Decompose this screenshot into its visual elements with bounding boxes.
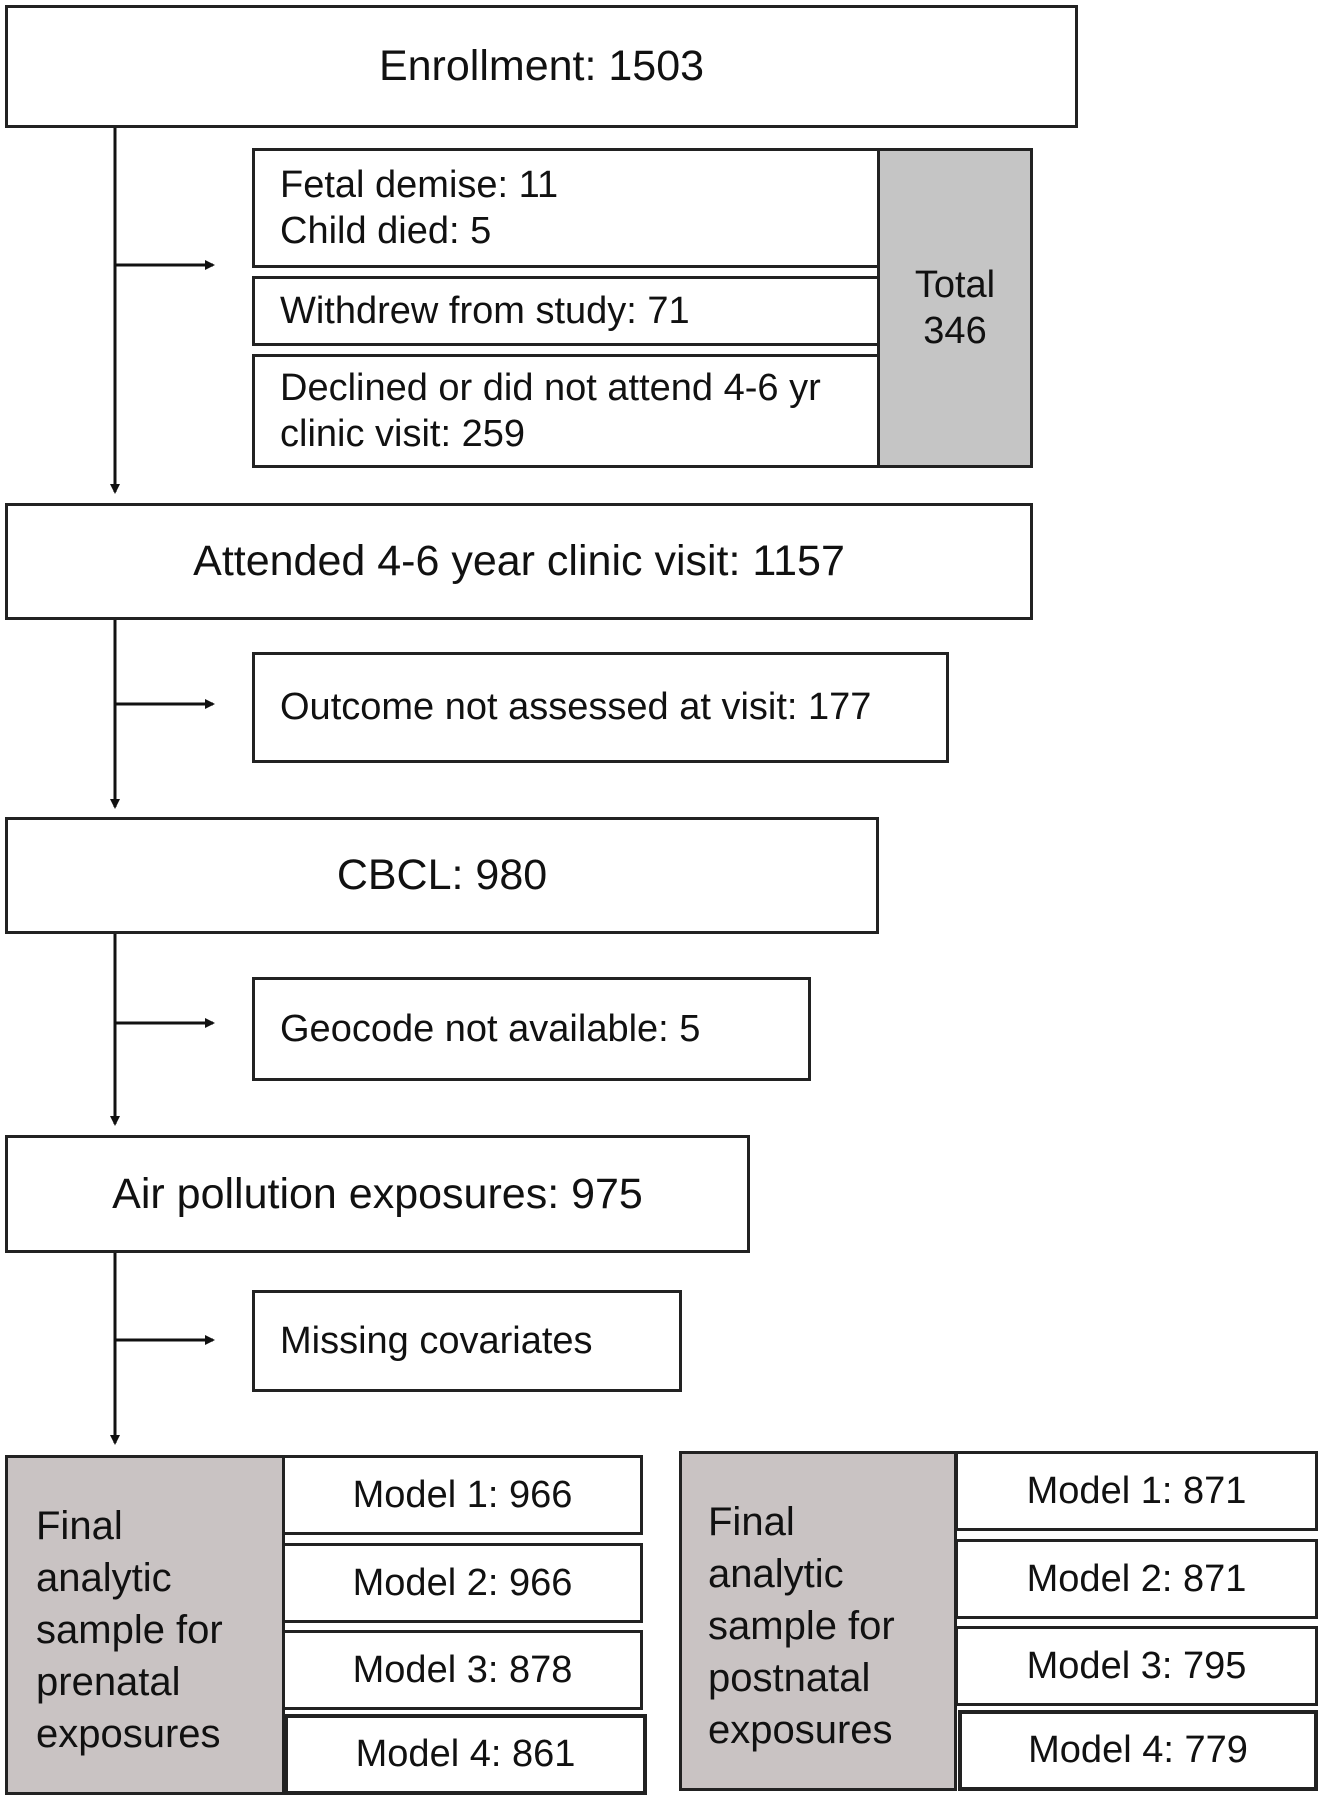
fetal-demise-text: Fetal demise: 11 (280, 164, 559, 206)
attended-visit-label: Attended 4-6 year clinic visit: 1157 (193, 537, 845, 585)
postnatal-model-2: Model 2: 871 (955, 1539, 1318, 1619)
postnatal-final-sample-label: Final analytic sample for postnatal expo… (708, 1500, 895, 1752)
prenatal-model-2: Model 2: 966 (282, 1543, 643, 1623)
cbcl-box: CBCL: 980 (5, 817, 879, 934)
air-pollution-box: Air pollution exposures: 975 (5, 1135, 750, 1253)
postnatal-model-1: Model 1: 871 (955, 1451, 1318, 1531)
exclusion-deaths-box: Fetal demise: 11 Child died: 5 (252, 148, 880, 268)
geocode-not-available-text: Geocode not available: 5 (280, 1007, 701, 1050)
outcome-not-assessed-text: Outcome not assessed at visit: 177 (280, 686, 872, 728)
postnatal-model-4: Model 4: 779 (958, 1710, 1318, 1791)
prenatal-final-sample-label: Final analytic sample for prenatal expos… (36, 1504, 223, 1756)
geocode-not-available-box: Geocode not available: 5 (252, 977, 811, 1081)
air-pollution-label: Air pollution exposures: 975 (112, 1169, 643, 1218)
missing-covariates-box: Missing covariates (252, 1290, 682, 1392)
withdrew-text: Withdrew from study: 71 (280, 289, 690, 332)
total-excluded-box: Total 346 (877, 148, 1033, 468)
postnatal-model-3: Model 3: 795 (955, 1626, 1318, 1706)
prenatal-final-sample-box: Final analytic sample for prenatal expos… (5, 1455, 285, 1795)
exclusion-withdrew-box: Withdrew from study: 71 (252, 276, 880, 346)
exclusion-declined-box: Declined or did not attend 4-6 yr clinic… (252, 354, 880, 468)
prenatal-model-4: Model 4: 861 (284, 1714, 647, 1795)
enrollment-label: Enrollment: 1503 (378, 42, 705, 90)
outcome-not-assessed-box: Outcome not assessed at visit: 177 (252, 652, 949, 763)
total-label: Total (914, 264, 996, 306)
prenatal-model-1: Model 1: 966 (282, 1455, 643, 1535)
declined-text-line1: Declined or did not attend 4-6 yr (280, 367, 821, 409)
total-value: 346 (923, 310, 987, 352)
enrollment-box: Enrollment: 1503 (5, 5, 1078, 128)
prenatal-model-3: Model 3: 878 (282, 1630, 643, 1710)
attended-visit-box: Attended 4-6 year clinic visit: 1157 (5, 503, 1033, 620)
postnatal-final-sample-box: Final analytic sample for postnatal expo… (679, 1451, 957, 1791)
cbcl-label: CBCL: 980 (336, 851, 548, 899)
missing-covariates-text: Missing covariates (280, 1319, 593, 1362)
declined-text-line2: clinic visit: 259 (280, 413, 525, 455)
child-died-text: Child died: 5 (280, 210, 492, 252)
